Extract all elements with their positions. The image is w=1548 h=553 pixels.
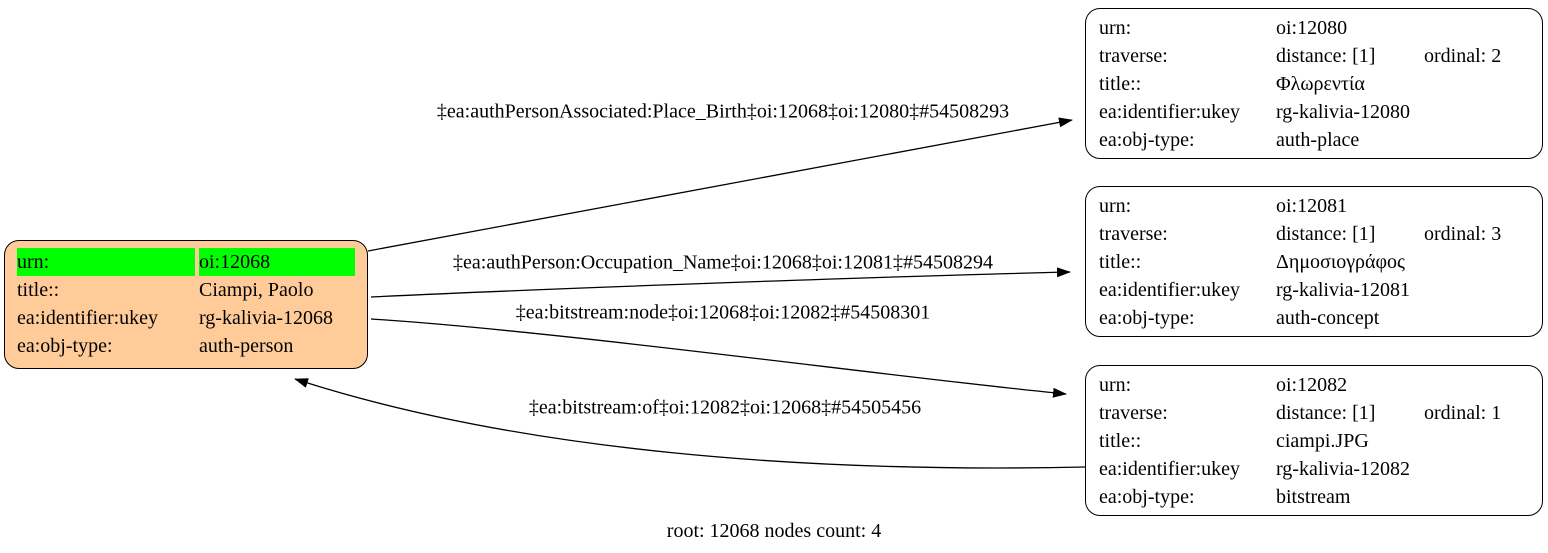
- objtype-value: bitstream: [1276, 486, 1351, 508]
- title-value: Δημοσιογράφος: [1276, 251, 1405, 273]
- node-12080-rows: urn: oi:12080 traverse: distance: [1] or…: [1086, 9, 1542, 154]
- objtype-key: ea:obj-type:: [1099, 486, 1195, 508]
- ukey-key: ea:identifier:ukey: [1099, 279, 1241, 301]
- edge-label-place-birth: ‡ea:authPersonAssociated:Place_Birth‡oi:…: [436, 100, 1010, 123]
- edge-label-bitstream-node: ‡ea:bitstream:node‡oi:12068‡oi:12082‡#54…: [515, 301, 931, 324]
- ukey-value: rg-kalivia-12081: [1276, 279, 1411, 301]
- objtype-value: auth-place: [1276, 129, 1360, 151]
- edge-occupation-12068-12081: [370, 267, 1071, 298]
- root-urn-value: oi:12068: [199, 248, 355, 276]
- objtype-value: auth-concept: [1276, 307, 1380, 329]
- ukey-value: rg-kalivia-12082: [1276, 458, 1411, 480]
- root-urn-key: urn:: [17, 248, 195, 276]
- root-title-value: Ciampi, Paolo: [199, 279, 314, 301]
- urn-value: oi:12081: [1276, 195, 1348, 217]
- ukey-key: ea:identifier:ukey: [1099, 101, 1241, 123]
- root-node-rows: urn: oi:12068 title:: Ciampi, Paolo ea:i…: [5, 241, 367, 360]
- traverse-distance: distance: [1]: [1276, 223, 1376, 245]
- node-12081: urn: oi:12081 traverse: distance: [1] or…: [1085, 186, 1543, 337]
- root-title-key: title::: [17, 279, 60, 301]
- node-root-12068: urn: oi:12068 title:: Ciampi, Paolo ea:i…: [4, 240, 368, 369]
- urn-value: oi:12080: [1276, 17, 1348, 39]
- traverse-key: traverse:: [1099, 45, 1168, 67]
- title-key: title::: [1099, 430, 1142, 452]
- title-key: title::: [1099, 251, 1142, 273]
- traverse-key: traverse:: [1099, 402, 1168, 424]
- title-value: Φλωρεντία: [1276, 73, 1365, 95]
- root-objtype-key: ea:obj-type:: [17, 335, 113, 357]
- traverse-distance: distance: [1]: [1276, 402, 1376, 424]
- root-objtype-value: auth-person: [199, 335, 294, 357]
- graph-caption: root: 12068 nodes count: 4: [666, 520, 882, 542]
- root-ukey-value: rg-kalivia-12068: [199, 307, 334, 329]
- urn-key: urn:: [1099, 17, 1132, 39]
- edge-bitstream-of-12082-12068: [294, 378, 1086, 469]
- edge-label-bitstream-of: ‡ea:bitstream:of‡oi:12082‡oi:12068‡#5450…: [528, 396, 922, 419]
- urn-value: oi:12082: [1276, 374, 1348, 396]
- urn-key: urn:: [1099, 374, 1132, 396]
- node-12082: urn: oi:12082 traverse: distance: [1] or…: [1085, 365, 1543, 516]
- traverse-key: traverse:: [1099, 223, 1168, 245]
- edge-place-birth-12068-12080: [367, 117, 1073, 252]
- urn-key: urn:: [1099, 195, 1132, 217]
- traverse-ordinal: ordinal: 2: [1424, 45, 1502, 67]
- objtype-key: ea:obj-type:: [1099, 307, 1195, 329]
- root-ukey-key: ea:identifier:ukey: [17, 307, 159, 329]
- title-value: ciampi.JPG: [1276, 430, 1369, 452]
- node-12080: urn: oi:12080 traverse: distance: [1] or…: [1085, 8, 1543, 159]
- ukey-key: ea:identifier:ukey: [1099, 458, 1241, 480]
- edge-label-occupation: ‡ea:authPerson:Occupation_Name‡oi:12068‡…: [453, 251, 993, 274]
- node-12082-rows: urn: oi:12082 traverse: distance: [1] or…: [1086, 366, 1542, 511]
- ukey-value: rg-kalivia-12080: [1276, 101, 1411, 123]
- node-12081-rows: urn: oi:12081 traverse: distance: [1] or…: [1086, 187, 1542, 332]
- objtype-key: ea:obj-type:: [1099, 129, 1195, 151]
- traverse-distance: distance: [1]: [1276, 45, 1376, 67]
- traverse-ordinal: ordinal: 3: [1424, 223, 1502, 245]
- traverse-ordinal: ordinal: 1: [1424, 402, 1502, 424]
- title-key: title::: [1099, 73, 1142, 95]
- edge-bitstream-node-12068-12082: [370, 318, 1067, 398]
